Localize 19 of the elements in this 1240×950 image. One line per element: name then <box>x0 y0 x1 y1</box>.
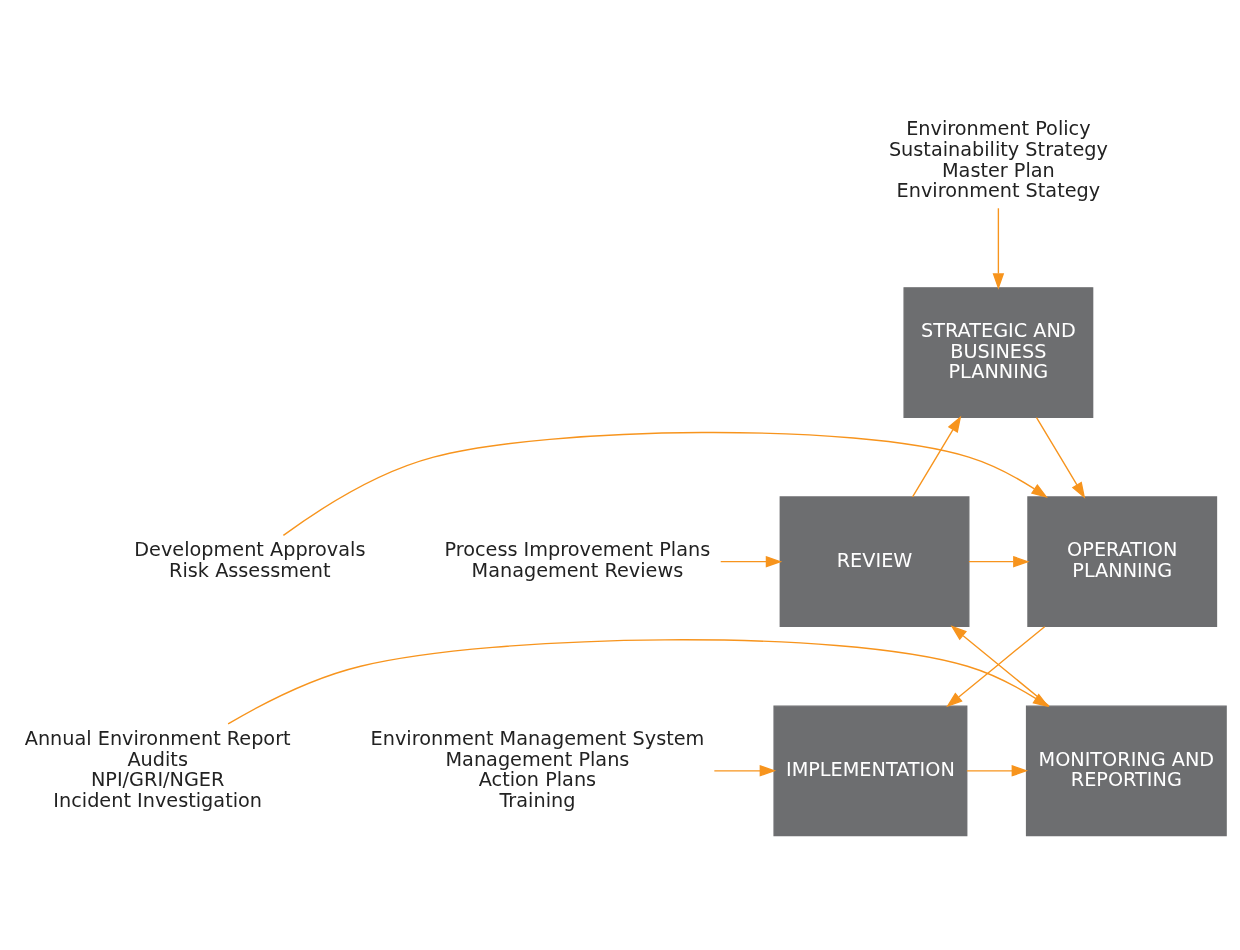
node-text: Annual Environment Report Audits NPI/GRI/NGER Incident Investigation <box>24 726 291 812</box>
node-box: STRATEGIC AND BUSINESS PLANNING <box>903 287 1094 418</box>
arrow <box>282 431 1048 537</box>
arrow <box>966 765 1029 777</box>
node-text: Process Improvement Plans Management Reviews <box>444 538 711 583</box>
node-box: IMPLEMENTATION <box>773 705 968 837</box>
arrow <box>227 639 1050 725</box>
node-box: MONITORING AND REPORTING <box>1025 705 1227 837</box>
node-text: Environment Management System Management Plans Action Plans Training <box>370 726 705 812</box>
arrow <box>1035 416 1086 499</box>
arrow <box>968 555 1030 568</box>
arrow <box>720 555 783 568</box>
node-box: OPERATION PLANNING <box>1027 496 1218 628</box>
arrow <box>911 415 962 498</box>
node-box: REVIEW <box>779 496 970 628</box>
node-text: Environment Policy Sustainability Strategy Master Plan Environment Stategy <box>888 117 1108 203</box>
arrow <box>992 207 1005 290</box>
arrow <box>713 765 777 777</box>
node-text: Development Approvals Risk Assessment <box>134 538 366 583</box>
